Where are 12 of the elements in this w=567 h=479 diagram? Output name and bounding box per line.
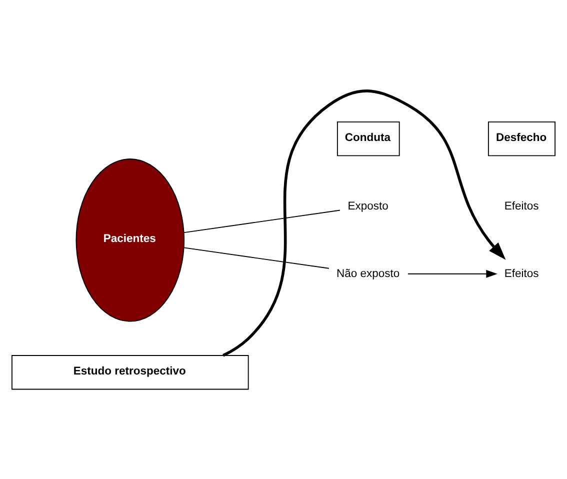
node-ellipse: Pacientes: [76, 158, 185, 322]
node-text: Exposto: [348, 200, 388, 212]
node-box: Conduta: [336, 120, 400, 156]
node-text: Não exposto: [336, 267, 400, 280]
arrow: [407, 269, 498, 278]
connector: [184, 246, 330, 268]
node-text: Efeitos: [504, 200, 539, 212]
node-text: Efeitos: [504, 267, 539, 280]
node-box: Desfecho: [488, 120, 556, 156]
connector: [184, 209, 340, 232]
node-box: Estudo retrospectivo: [12, 354, 249, 390]
arrow: [222, 89, 506, 356]
